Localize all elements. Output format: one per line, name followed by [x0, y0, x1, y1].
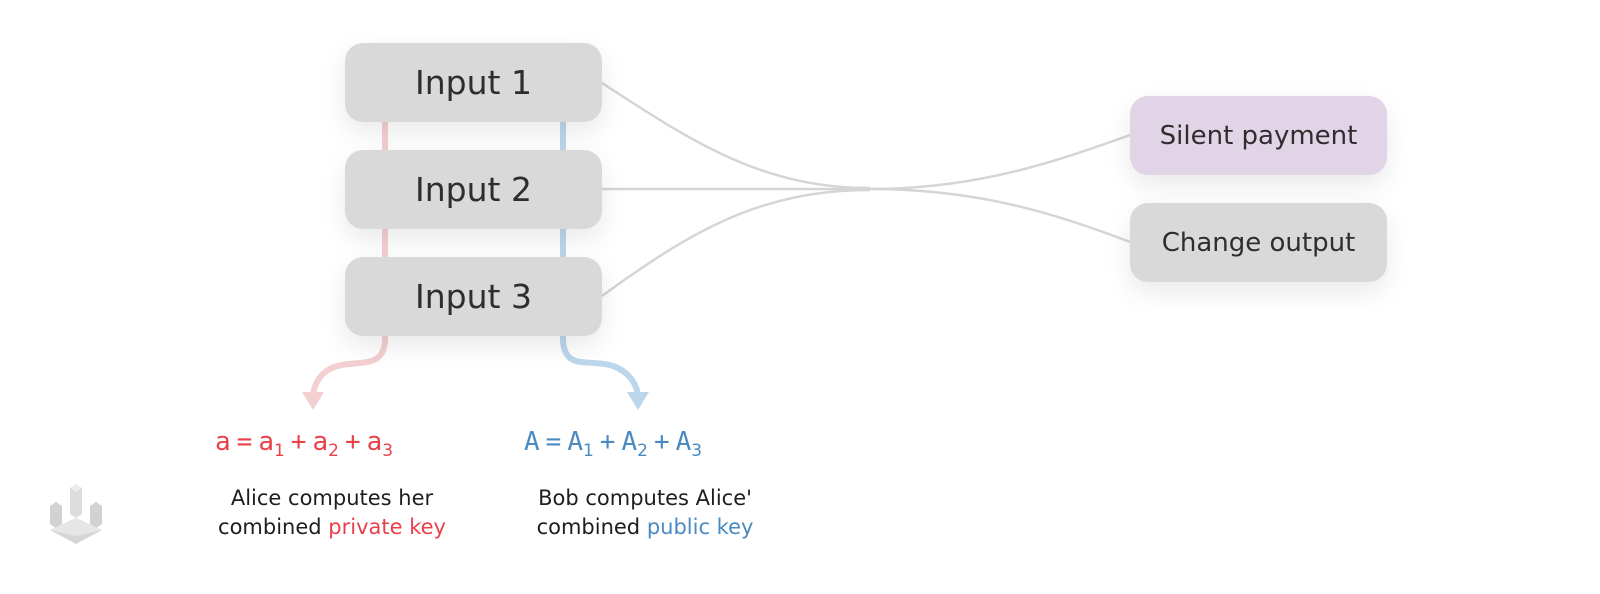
bob-caption-line1: Bob computes Alice': [538, 486, 752, 510]
silent-payment-box: Silent payment: [1130, 96, 1387, 175]
private-key-highlight: private key: [328, 515, 446, 539]
formula-subscript: 1: [582, 441, 594, 461]
change-output-box: Change output: [1130, 203, 1387, 282]
input-2-box: Input 2: [345, 150, 602, 229]
formula-term: a: [312, 427, 329, 457]
input-1-box: Input 1: [345, 43, 602, 122]
formula-term: a: [258, 427, 274, 457]
formula-subscript: 2: [328, 441, 339, 461]
flow-input-3: [601, 188, 871, 298]
formula-subscript: 1: [273, 441, 285, 461]
formula-lhs: A: [524, 427, 540, 457]
formula-term: a: [366, 427, 383, 457]
formula-subscript: 3: [382, 441, 394, 461]
formula-lhs: a: [215, 427, 231, 457]
formula-subscript: 3: [691, 441, 703, 461]
alice-caption-line2: combined private key: [192, 513, 472, 542]
formula-equals: =: [545, 427, 562, 457]
stacked-cubes-logo-icon: [50, 484, 102, 544]
private-key-arrowhead: [302, 392, 324, 410]
formula-plus: +: [599, 427, 616, 457]
formula-plus: +: [653, 427, 670, 457]
input-2-label: Input 2: [415, 170, 532, 209]
input-1-label: Input 1: [415, 63, 532, 102]
formula-plus: +: [290, 427, 307, 457]
formula-term: A: [621, 427, 638, 457]
flow-input-1: [601, 81, 871, 190]
bob-caption-prefix: combined: [536, 515, 647, 539]
public-key-arrow: [560, 335, 641, 401]
input-3-label: Input 3: [415, 277, 532, 316]
flow-to-change-output: [869, 187, 1131, 244]
bob-caption: Bob computes Alice' combined public key: [505, 484, 785, 542]
formula-equals: =: [236, 427, 253, 457]
silent-payment-label: Silent payment: [1159, 120, 1358, 151]
public-key-highlight: public key: [646, 515, 754, 539]
input-3-box: Input 3: [345, 257, 602, 336]
alice-caption: Alice computes her combined private key: [192, 484, 472, 542]
formula-term: A: [567, 427, 583, 457]
bob-caption-line2: combined public key: [505, 513, 785, 542]
alice-caption-prefix: combined: [218, 515, 329, 539]
formula-subscript: 2: [637, 441, 648, 461]
formula-plus: +: [344, 427, 361, 457]
public-key-formula: A=A1+A2+A3: [524, 420, 702, 464]
change-output-label: Change output: [1161, 227, 1356, 258]
formula-term: A: [675, 427, 692, 457]
public-key-arrowhead: [627, 392, 649, 410]
private-key-arrow: [310, 335, 388, 401]
flow-to-silent-payment: [869, 133, 1131, 191]
alice-caption-line1: Alice computes her: [230, 486, 434, 510]
private-key-formula: a=a1+a2+a3: [215, 420, 393, 464]
